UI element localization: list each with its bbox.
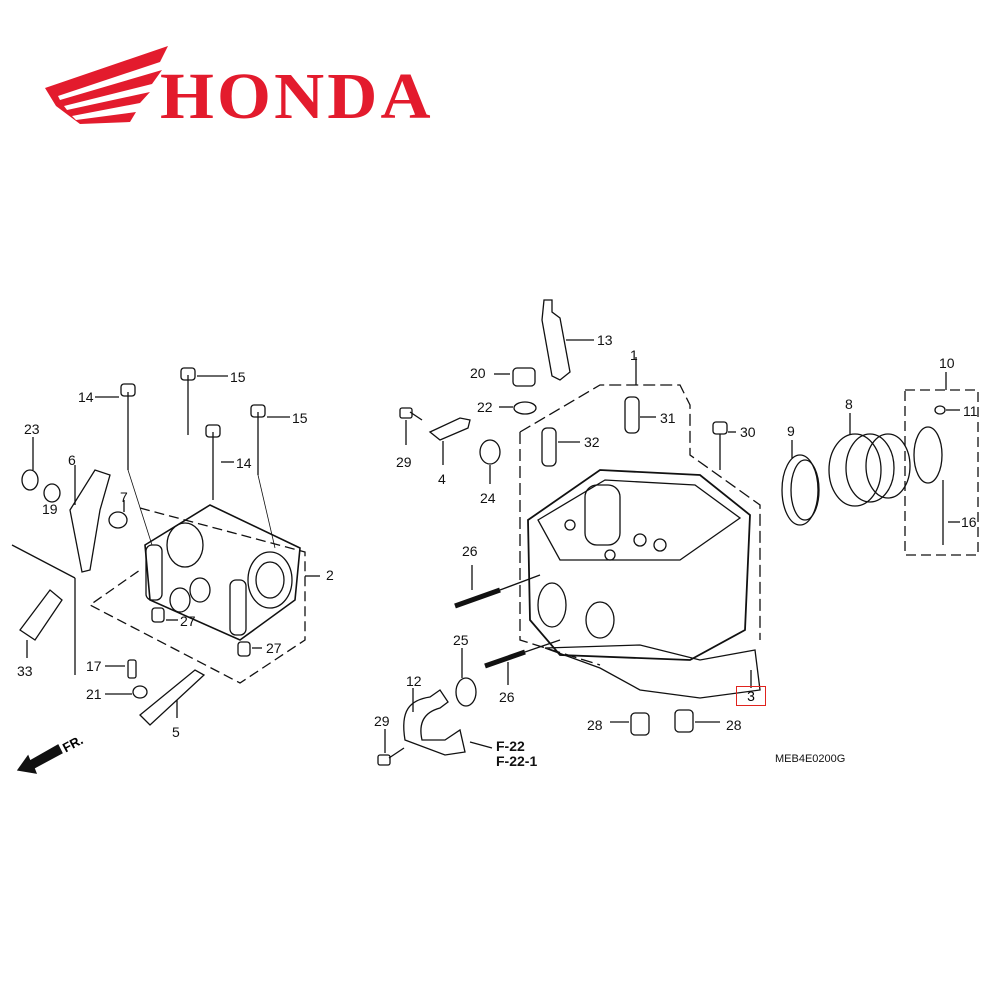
callout-22[interactable]: 22 [477, 399, 493, 415]
callout-30[interactable]: 30 [740, 424, 756, 440]
callout-32[interactable]: 32 [584, 434, 600, 450]
callout-28[interactable]: 28 [587, 717, 603, 733]
callout-17[interactable]: 17 [86, 658, 102, 674]
callout-7[interactable]: 7 [120, 489, 128, 505]
callout-24[interactable]: 24 [480, 490, 496, 506]
callout-12[interactable]: 12 [406, 673, 422, 689]
callout-10[interactable]: 10 [939, 355, 955, 371]
callout-27[interactable]: 27 [266, 640, 282, 656]
callout-28[interactable]: 28 [726, 717, 742, 733]
callout-15[interactable]: 15 [292, 410, 308, 426]
brand-wordmark: HONDA [160, 60, 434, 133]
callout-8[interactable]: 8 [845, 396, 853, 412]
callout-23[interactable]: 23 [24, 421, 40, 437]
callout-26[interactable]: 26 [462, 543, 478, 559]
callout-15[interactable]: 15 [230, 369, 246, 385]
callout-19[interactable]: 19 [42, 501, 58, 517]
callout-33[interactable]: 33 [17, 663, 33, 679]
callout-29[interactable]: 29 [396, 454, 412, 470]
callout-4[interactable]: 4 [438, 471, 446, 487]
honda-wing-icon [45, 46, 168, 124]
callout-13[interactable]: 13 [597, 332, 613, 348]
callout-20[interactable]: 20 [470, 365, 486, 381]
callout-29[interactable]: 29 [374, 713, 390, 729]
callout-25[interactable]: 25 [453, 632, 469, 648]
reference-f22-1[interactable]: F-22-1 [496, 753, 538, 769]
callout-6[interactable]: 6 [68, 452, 76, 468]
callout-26[interactable]: 26 [499, 689, 515, 705]
reference-f22[interactable]: F-22 [496, 738, 525, 754]
callout-14[interactable]: 14 [236, 455, 252, 471]
callout-1[interactable]: 1 [630, 347, 638, 363]
callout-31[interactable]: 31 [660, 410, 676, 426]
callout-14[interactable]: 14 [78, 389, 94, 405]
callout-3-highlighted[interactable]: 3 [736, 686, 766, 706]
callout-9[interactable]: 9 [787, 423, 795, 439]
callout-11[interactable]: 11 [963, 403, 978, 419]
callout-27[interactable]: 27 [180, 613, 196, 629]
diagram-code: MEB4E0200G [775, 753, 846, 765]
callout-21[interactable]: 21 [86, 686, 102, 702]
callout-2[interactable]: 2 [326, 567, 334, 583]
callout-5[interactable]: 5 [172, 724, 180, 740]
callout-16[interactable]: 16 [961, 514, 977, 530]
